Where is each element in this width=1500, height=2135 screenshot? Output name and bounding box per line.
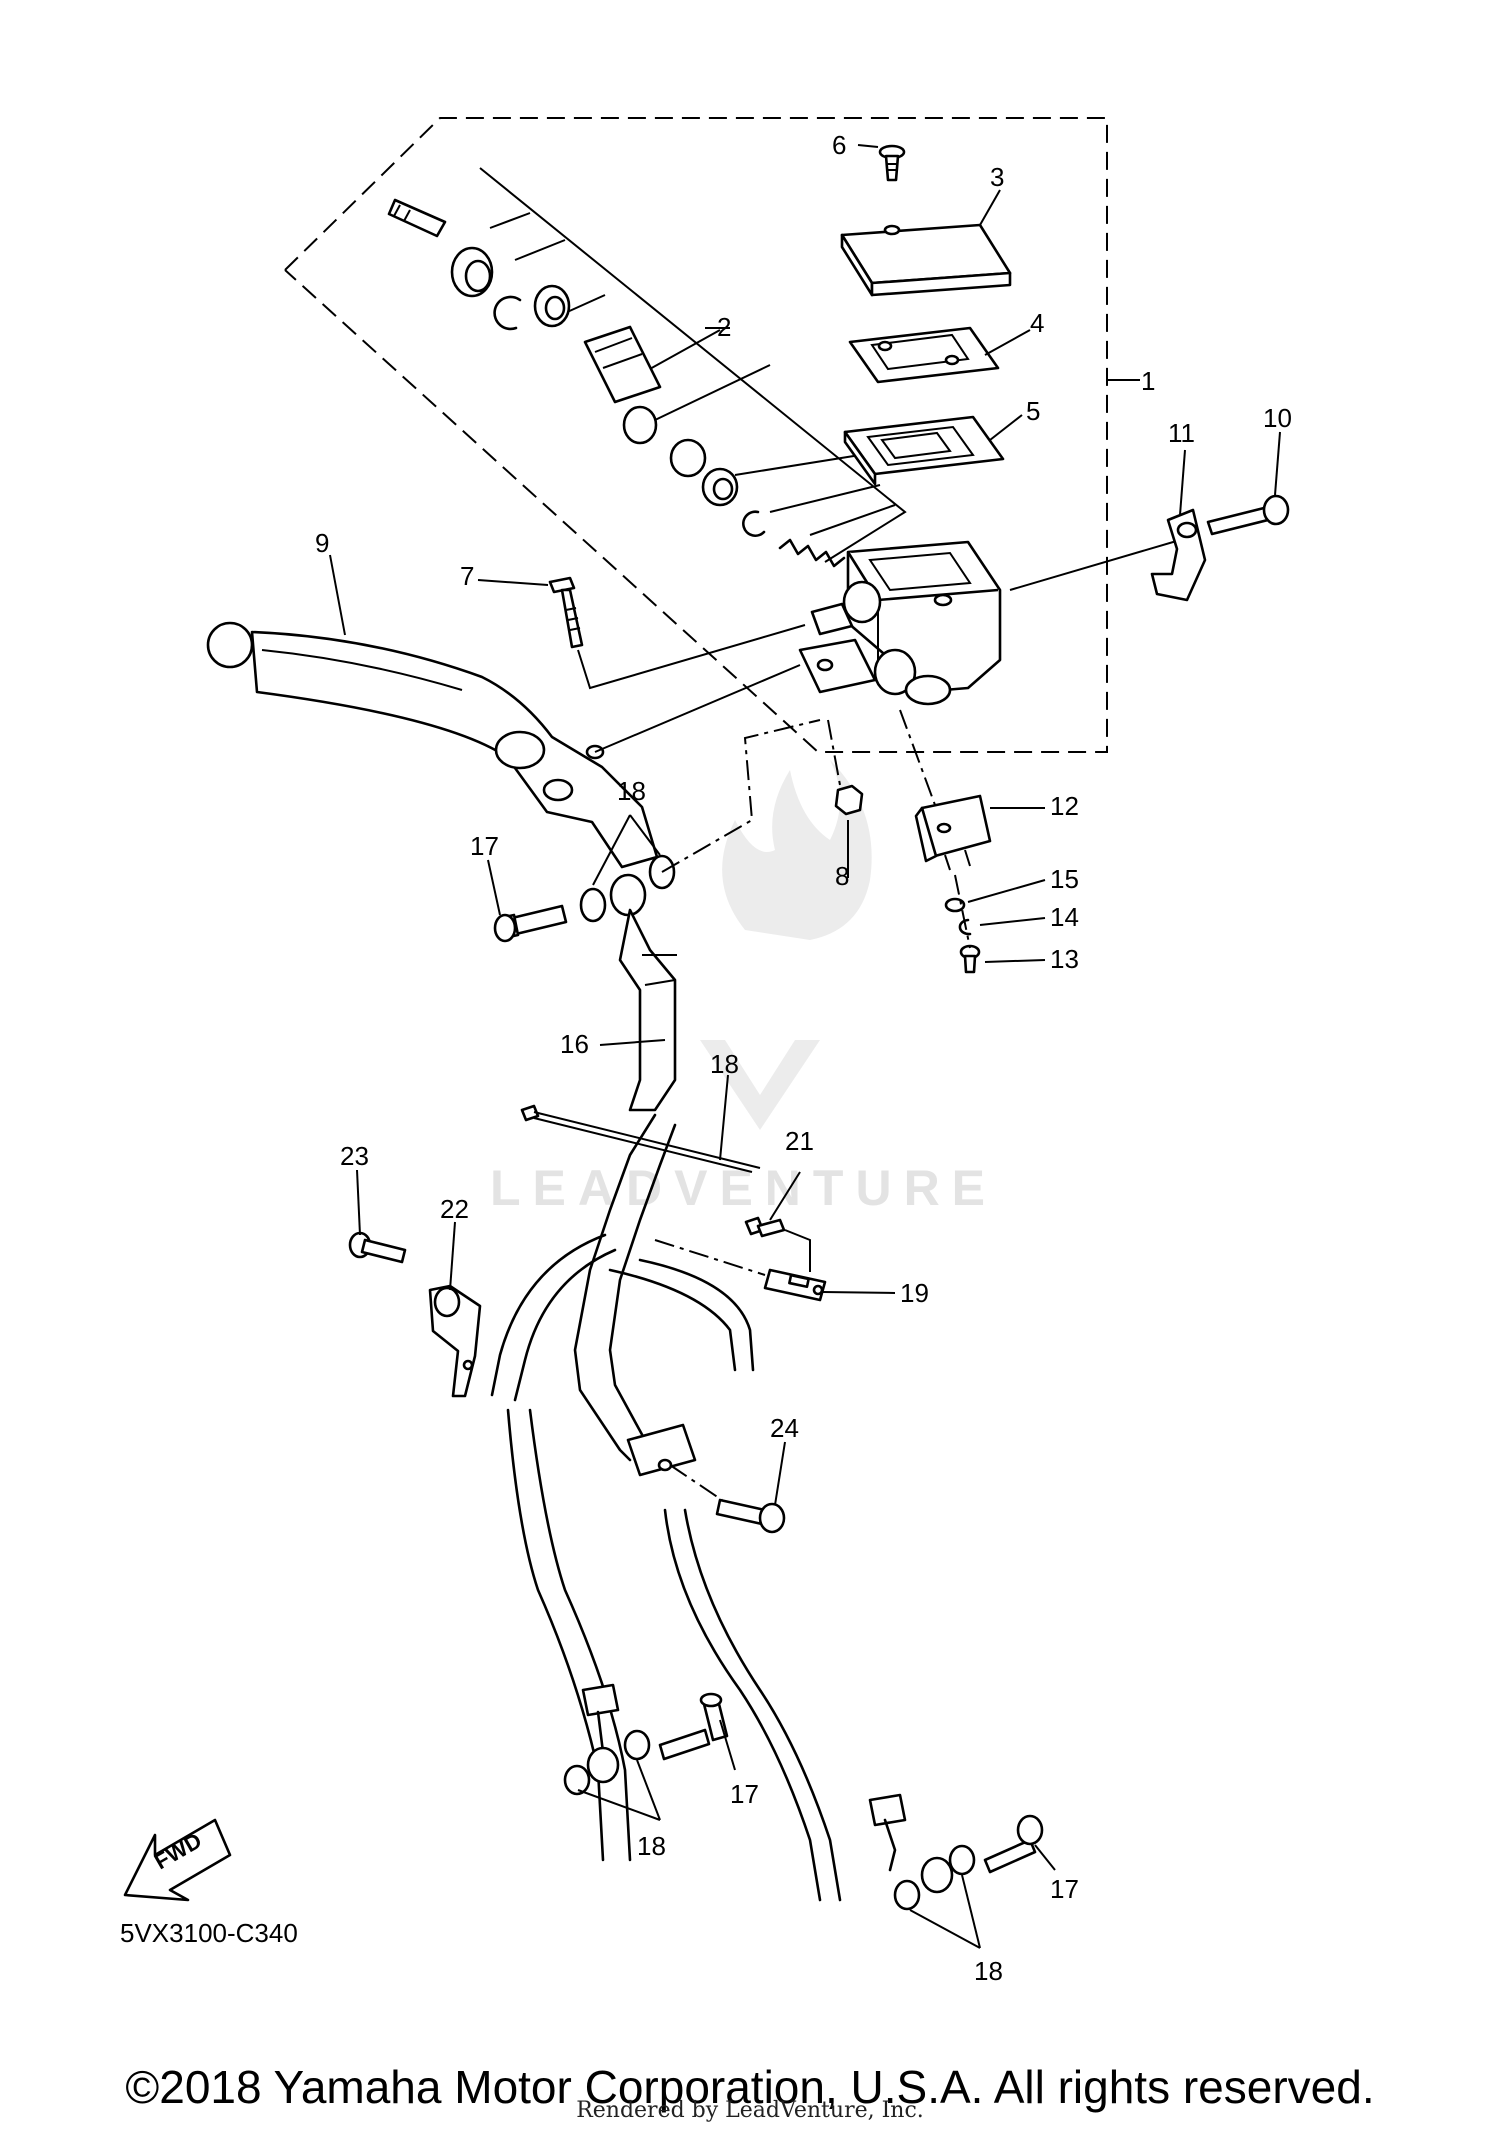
callout-12: 12 [1050,791,1079,821]
brake-lever [206,621,659,869]
guide-bolt [744,1216,786,1238]
callout-labels: 6 3 2 4 1 5 10 11 9 7 18 12 17 8 15 14 1… [315,130,1292,1986]
callout-4: 4 [1030,308,1044,338]
callout-15: 15 [1050,864,1079,894]
diaphragm [843,415,1005,486]
callout-2: 2 [717,312,731,342]
callout-19: 18 [710,1049,739,1079]
callout-10: 10 [1263,403,1292,433]
callout-17-b: 17 [730,1779,759,1809]
upper-banjo [493,854,676,943]
callout-11: 11 [1168,418,1195,448]
upper-hose [618,908,677,1112]
callout-18-a: 18 [617,776,646,806]
lower-right-banjo [893,1814,1044,1911]
lever-nut [834,784,864,816]
callout-14: 14 [1050,902,1079,932]
callout-8: 8 [835,861,849,891]
hose-guide [763,1268,827,1302]
callout-9: 9 [315,528,329,558]
leader-lines [329,144,1281,1949]
rendered-by: Rendered by LeadVenture, Inc. [576,2098,924,2123]
copyright-notice: ©2018 Yamaha Motor Corporation, U.S.A. A… [125,2061,1375,2113]
callout-5: 5 [1026,396,1040,426]
clamp-bolt [1206,494,1290,536]
callout-23: 23 [340,1141,369,1171]
callout-1: 1 [1141,366,1155,396]
assembly-boundary [284,117,1108,753]
callout-20: 19 [900,1278,929,1308]
diagram-code: 5VX3100-C340 [120,1918,298,1948]
callout-13: 13 [1050,944,1079,974]
callout-17-a: 17 [470,831,499,861]
callout-18-b: 18 [637,1831,666,1861]
lower-hoses [490,1113,907,1902]
clamp-bolt-23 [348,1231,407,1264]
fwd-arrow: FWD [123,1818,232,1902]
callout-21: 21 [785,1126,814,1156]
master-cylinder-body [798,540,1002,706]
cable-tie [520,1104,761,1173]
washer-15 [944,897,966,913]
joint-bolt [715,1498,786,1534]
callout-18-c: 18 [974,1956,1003,1986]
watermark-text: LEADVENTURE [490,1160,997,1216]
handlebar-clamp [1150,508,1207,602]
callout-22: 22 [440,1194,469,1224]
lower-left-banjo [563,1692,729,1796]
switch-screw-13 [959,944,981,974]
watermark: LEADVENTURE [490,760,997,1216]
callout-17-c: 17 [1050,1874,1079,1904]
callout-7: 7 [460,561,474,591]
callout-6: 6 [832,130,846,160]
diaphragm-plate [848,326,1000,384]
lever-pivot-bolt [548,576,584,649]
callout-16: 16 [560,1029,589,1059]
callout-3: 3 [990,162,1004,192]
hose-clamp-22 [428,1284,482,1398]
callout-24: 24 [770,1413,799,1443]
reservoir-screw [878,144,906,182]
piston-kit [387,167,907,568]
brake-light-switch [914,794,992,871]
reservoir-cap [840,223,1012,297]
